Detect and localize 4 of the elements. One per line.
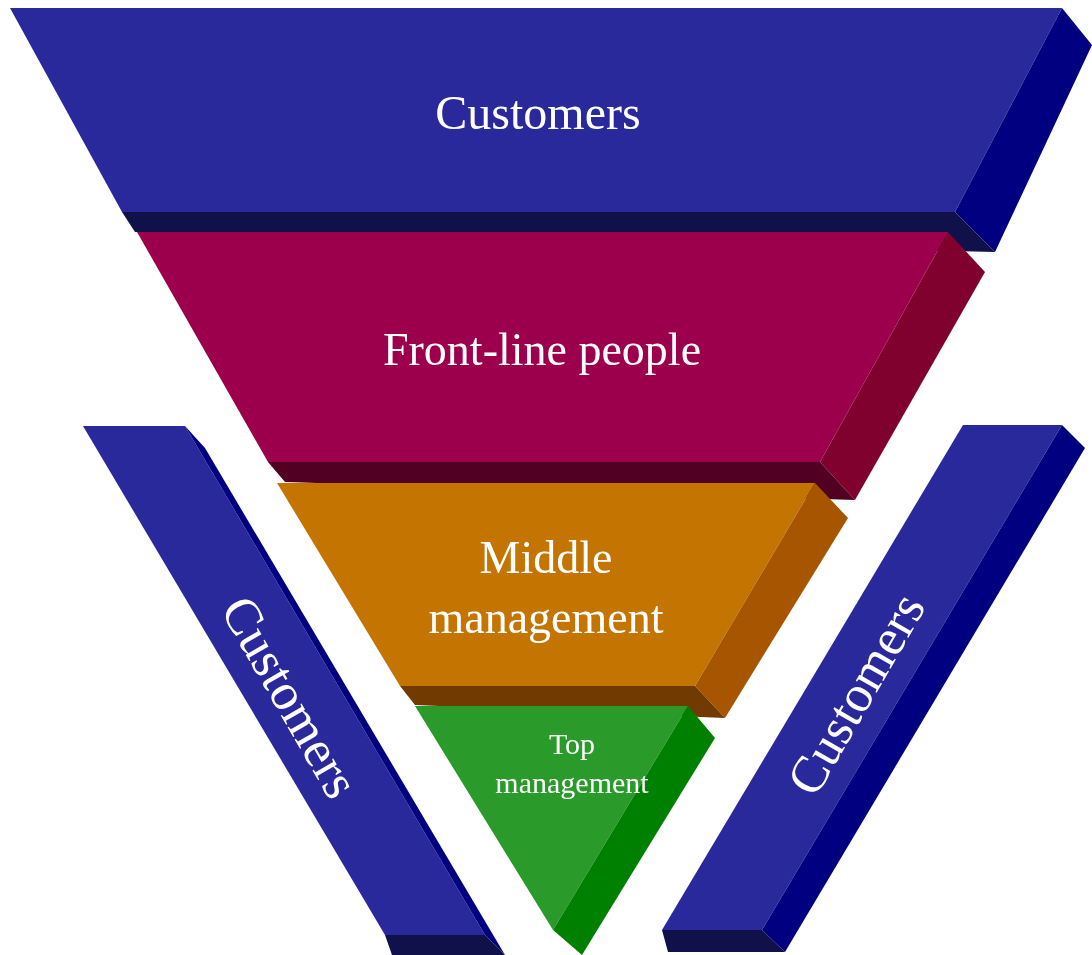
- band-label: Front-line people: [381, 323, 703, 378]
- band-label: Middle management: [427, 531, 665, 645]
- band-label: Top management: [494, 726, 650, 801]
- band-label: Customers: [434, 84, 642, 141]
